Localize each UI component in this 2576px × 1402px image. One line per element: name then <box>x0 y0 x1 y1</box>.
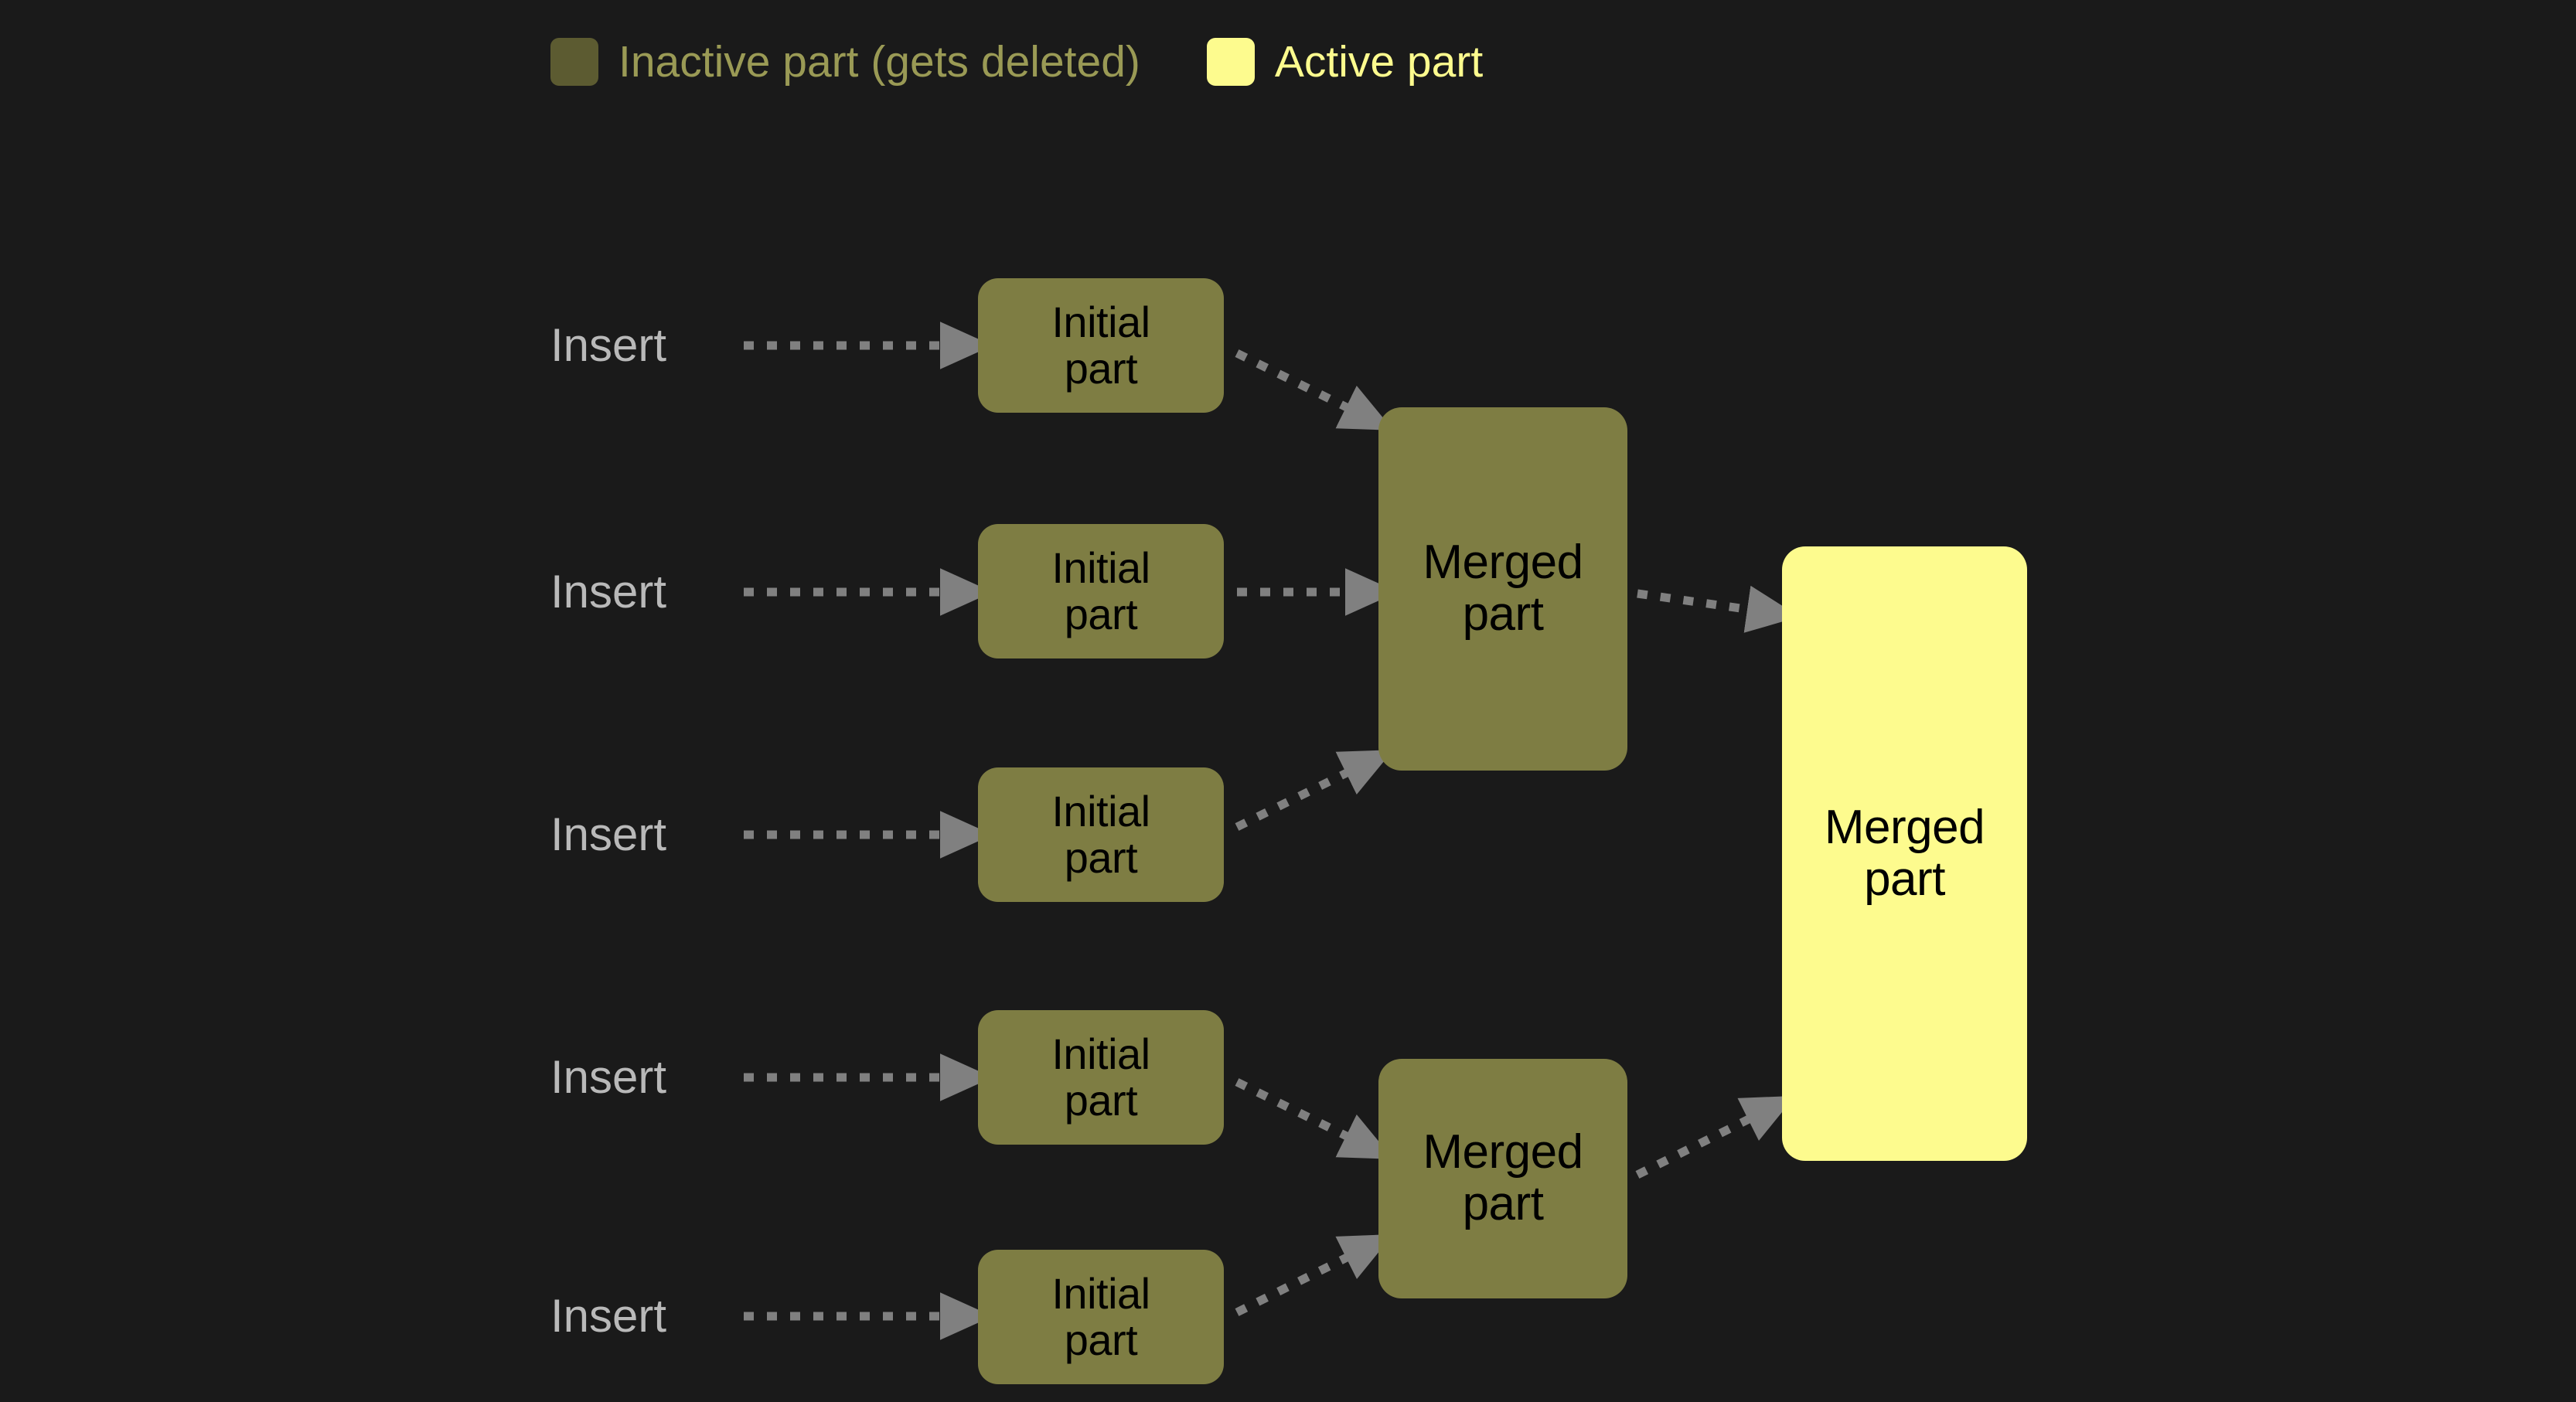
legend-swatch-inactive-icon <box>550 38 598 86</box>
legend-item-inactive: Inactive part (gets deleted) <box>550 38 1140 86</box>
legend: Inactive part (gets deleted) Active part <box>550 23 1483 100</box>
merged-part-final[interactable]: Merged part <box>1782 546 2027 1161</box>
insert-label-3: Insert <box>550 808 667 860</box>
edge-initial-part-3-to-merged-part-top <box>1235 750 1394 831</box>
initial-part-5[interactable]: Initial part <box>978 1250 1224 1384</box>
insert-label-1: Insert <box>550 319 667 371</box>
insert-label-4: Insert <box>550 1051 667 1103</box>
legend-swatch-active-icon <box>1206 38 1255 86</box>
merged-part-bottom[interactable]: Merged part <box>1378 1059 1627 1298</box>
edge-merged-part-top-to-merged-part-final <box>1637 585 1800 633</box>
insert-label-5: Insert <box>550 1290 667 1342</box>
edge-merged-part-bottom-to-merged-part-final <box>1635 1095 1796 1179</box>
initial-part-2[interactable]: Initial part <box>978 524 1224 658</box>
edge-initial-part-5-to-merged-part-bottom <box>1235 1234 1394 1316</box>
legend-item-active: Active part <box>1206 36 1484 87</box>
legend-label-active: Active part <box>1274 36 1484 87</box>
initial-part-1[interactable]: Initial part <box>978 278 1224 413</box>
edge-initial-part-1-to-merged-part-top <box>1235 349 1394 430</box>
merged-part-top[interactable]: Merged part <box>1378 407 1627 771</box>
edge-initial-part-4-to-merged-part-bottom <box>1235 1078 1394 1159</box>
legend-label-inactive: Inactive part (gets deleted) <box>618 36 1140 87</box>
insert-label-2: Insert <box>550 566 667 618</box>
initial-part-3[interactable]: Initial part <box>978 767 1224 902</box>
initial-part-4[interactable]: Initial part <box>978 1010 1224 1145</box>
